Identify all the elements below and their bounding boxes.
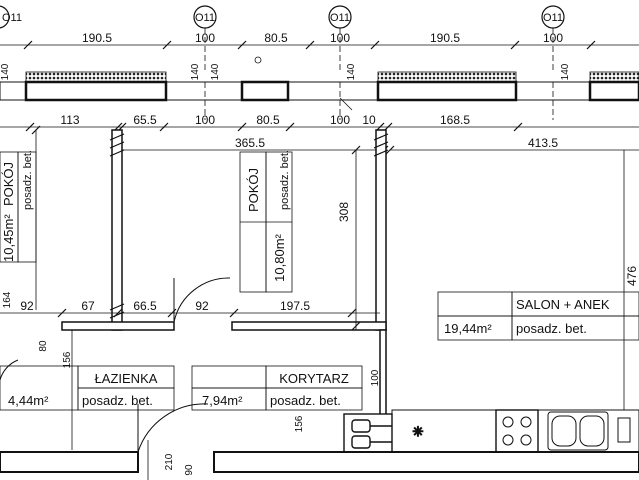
room-label-salon: SALON + ANEK 19,44m² posadz. bet. bbox=[437, 291, 639, 341]
room-label-pokoj-1: POKÓJ posadz. bet. 10,45m² bbox=[0, 150, 37, 263]
room-area: 4,44m² bbox=[8, 393, 49, 408]
axis-markers: O11 O11 O11 O11 bbox=[0, 5, 565, 70]
room-name: SALON + ANEK bbox=[516, 297, 610, 312]
top-dimension-line: 190.5 100 80.5 100 190.5 100 bbox=[0, 31, 639, 50]
dim-label: 10 bbox=[362, 113, 376, 127]
dim-label: 190.5 bbox=[430, 31, 460, 45]
height-dim-308: 308 bbox=[337, 145, 361, 331]
axis-marker-4: O11 bbox=[0, 5, 22, 29]
dim-label: 140 bbox=[0, 63, 11, 80]
axis-marker-2: O11 bbox=[328, 5, 352, 70]
interior-walls bbox=[61, 129, 387, 441]
room-area: 7,94m² bbox=[202, 393, 243, 408]
dim-label: 140 bbox=[346, 63, 357, 80]
room-name: POKÓJ bbox=[246, 168, 261, 212]
dim-label: 80 bbox=[38, 340, 49, 352]
dim-label: 80.5 bbox=[264, 31, 288, 45]
dim-label: 66.5 bbox=[133, 299, 157, 313]
second-dimension-line: 113 65.5 100 80.5 100 10 168.5 bbox=[0, 113, 639, 132]
dim-label: 65.5 bbox=[133, 113, 157, 127]
dim-label: 197.5 bbox=[280, 299, 310, 313]
axis-label: O11 bbox=[195, 12, 215, 24]
dim-label: 140 bbox=[210, 63, 221, 80]
dim-label: 476 bbox=[625, 266, 639, 286]
exterior-wall-bottom bbox=[0, 451, 639, 473]
dim-label: 168.5 bbox=[440, 113, 470, 127]
dim-label: 210 bbox=[164, 453, 175, 470]
dim-label: 413.5 bbox=[528, 136, 558, 150]
axis-marker-3: O11 bbox=[541, 5, 565, 70]
room-area: 10,45m² bbox=[1, 214, 16, 262]
room-name: ŁAZIENKA bbox=[95, 371, 158, 386]
room-label-korytarz: KORYTARZ 7,94m² posadz. bet. bbox=[191, 365, 363, 411]
dim-label: 113 bbox=[60, 113, 79, 127]
kitchen-counter bbox=[391, 409, 639, 453]
dim-label: 140 bbox=[560, 63, 571, 80]
room-floor: posadz. bet. bbox=[22, 150, 34, 210]
dim-label: 100 bbox=[330, 113, 350, 127]
axis-marker-1: O11 bbox=[193, 5, 217, 70]
room-name: POKÓJ bbox=[1, 162, 16, 206]
dim-label: 100 bbox=[195, 31, 215, 45]
room-label-pokoj-2: POKÓJ 10,80m² posadz. bet. bbox=[239, 150, 293, 293]
room-floor: posadz. bet. bbox=[516, 321, 587, 336]
dim-label: 190.5 bbox=[82, 31, 112, 45]
room-area: 10,80m² bbox=[272, 233, 287, 281]
third-dimension-line: 365.5 413.5 bbox=[113, 136, 639, 155]
dim-label: 100 bbox=[370, 369, 381, 386]
dim-label: 100 bbox=[195, 113, 215, 127]
dim-label: 90 bbox=[184, 464, 195, 476]
door-swings bbox=[0, 277, 231, 453]
room-name: KORYTARZ bbox=[279, 371, 349, 386]
dim-label: 164 bbox=[2, 291, 13, 308]
wall-break-marks bbox=[109, 133, 389, 319]
dim-label: 100 bbox=[543, 31, 563, 45]
dim-label: 92 bbox=[195, 299, 209, 313]
exterior-wall-top bbox=[0, 71, 639, 120]
room-floor: posadz. bet. bbox=[82, 393, 153, 408]
asterisk-icon: ✳ bbox=[413, 424, 424, 439]
room-floor: posadz. bet. bbox=[270, 393, 341, 408]
axis-label: O11 bbox=[330, 12, 350, 24]
window-height-dims: 140 140 140 140 140 bbox=[0, 56, 571, 80]
room-area: 19,44m² bbox=[444, 321, 492, 336]
axis-label: O11 bbox=[543, 12, 563, 24]
door-dims: 156 156 100 210 90 80 164 bbox=[2, 291, 381, 480]
room-label-lazienka: ŁAZIENKA 4,44m² posadz. bet. bbox=[0, 365, 175, 411]
dim-label: 156 bbox=[62, 351, 73, 368]
installation-box: ✳ bbox=[343, 413, 424, 453]
dim-label: 365.5 bbox=[235, 136, 265, 150]
dim-label: 140 bbox=[190, 63, 201, 80]
dim-label: 308 bbox=[337, 202, 351, 222]
dim-label: 67 bbox=[81, 299, 95, 313]
dim-label: 80.5 bbox=[256, 113, 280, 127]
axis-label: O11 bbox=[2, 12, 22, 24]
dim-label: 100 bbox=[330, 31, 350, 45]
dim-label: 92 bbox=[20, 299, 34, 313]
dim-label: 156 bbox=[294, 415, 305, 432]
partition-dim-line: 92 67 66.5 92 197.5 bbox=[0, 299, 380, 318]
room-floor: posadz. bet. bbox=[279, 150, 291, 210]
